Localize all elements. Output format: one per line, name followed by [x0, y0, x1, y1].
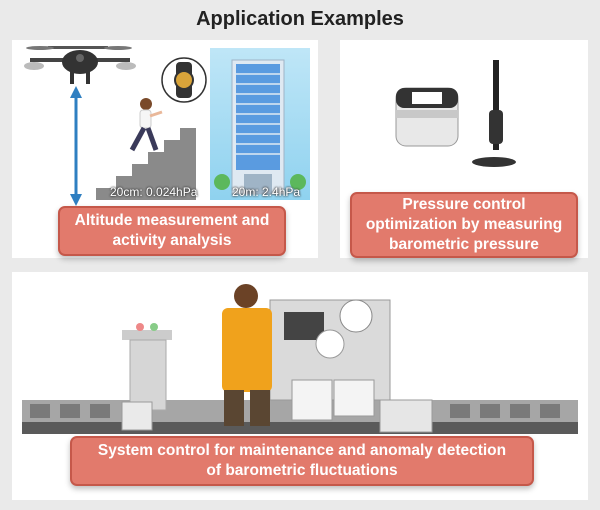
stairs-pressure-label: 20cm: 0.024hPa [110, 185, 198, 199]
runner-icon [129, 98, 163, 152]
altitude-caption-line-2: activity analysis [112, 232, 232, 249]
building-pressure-label: 20m: 2.4hPa [232, 185, 301, 199]
system-caption-line-2: of barometric fluctuations [206, 462, 398, 479]
watch-icon [161, 57, 207, 103]
altitude-caption: Altitude measurement and activity analys… [58, 206, 286, 256]
altitude-caption-line-1: Altitude measurement and [74, 212, 270, 229]
system-caption: System control for maintenance and anoma… [70, 436, 534, 486]
pressure-caption-line-2: optimization by measuring [365, 216, 563, 233]
rice-cooker-icon [395, 87, 459, 147]
system-caption-line-1: System control for maintenance and anoma… [97, 442, 507, 459]
vacuum-icon [472, 60, 516, 167]
drone-icon [24, 46, 136, 84]
pressure-caption-line-3: barometric pressure [389, 236, 539, 253]
stairs-icon [96, 128, 196, 200]
altitude-arrow-icon [70, 86, 82, 206]
factory-machine-icon [22, 299, 578, 434]
building-icon [214, 59, 306, 195]
pressure-caption-line-1: Pressure control [402, 196, 526, 213]
worker-icon [222, 284, 272, 426]
pressure-caption: Pressure control optimization by measuri… [350, 192, 578, 258]
page-title: Application Examples [196, 8, 404, 30]
